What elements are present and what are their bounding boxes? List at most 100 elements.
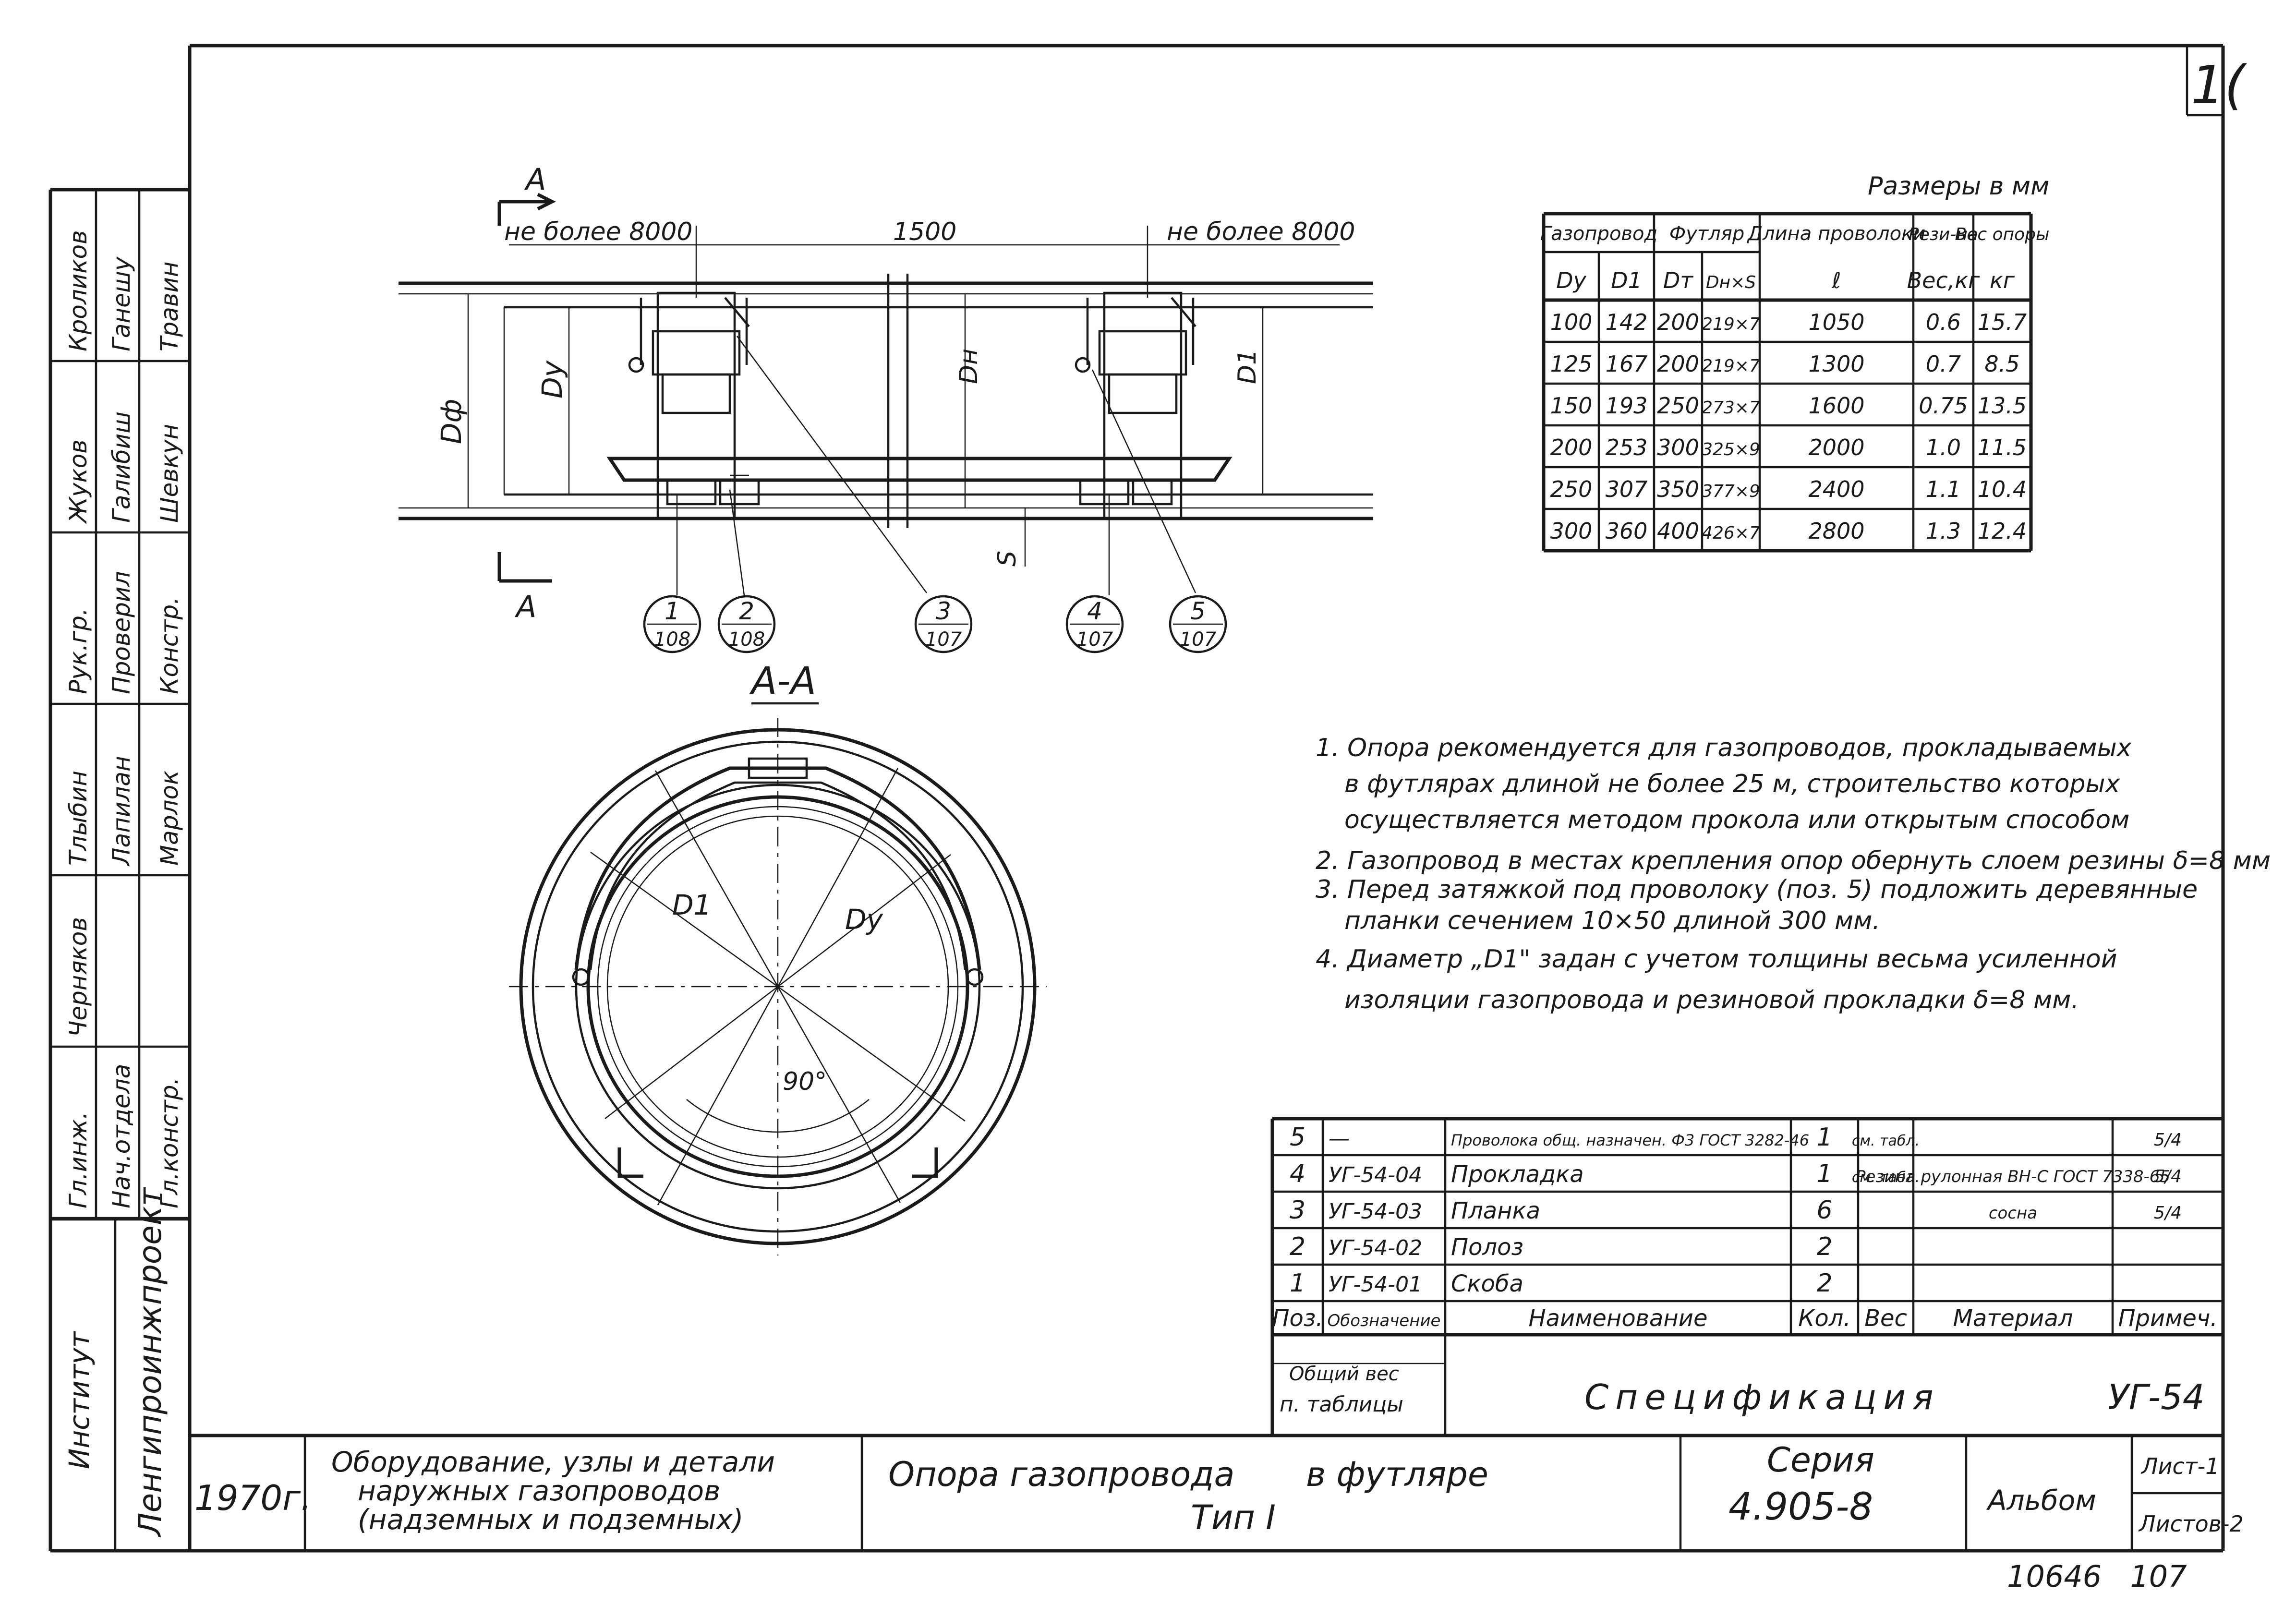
dim-cell: 300 [1550,518,1593,544]
note-line: 3. Перед затяжкой под проволоку (поз. 5)… [1316,875,2198,904]
dim-cell: 100 [1550,309,1593,335]
dim-header-rubber: Рези-на [1909,225,1978,244]
title-year: 1970г. [194,1478,312,1518]
dim-cell: 200 [1550,434,1593,460]
note-line: 4. Диаметр „D1" задан с учетом толщины в… [1316,945,2117,974]
label-dn: Dн [955,349,983,384]
dim-cell: 125 [1550,351,1593,377]
stamp-role: Кроликов [64,230,92,351]
plan-view: Dф Dу Dн D1 S не более 8000 1500 не боле… [399,162,1373,624]
dim-cell: 150 [1550,393,1593,419]
stamp-sub1: Проверил [108,571,135,694]
stamp-sub2: Гл.констр. [156,1077,183,1208]
callout-sheet: 107 [925,628,962,651]
spec-header: Поз. [1272,1305,1323,1332]
spec-weight-label-1: Общий вес [1289,1363,1399,1385]
institute-label: Институт [63,1330,96,1469]
dim-mid: 1500 [893,217,956,246]
title-album: Альбом [1986,1484,2096,1517]
right-support [1075,291,1196,520]
dim-cell: 219×7 [1702,314,1760,334]
label-s: S [993,551,1022,567]
spec-cell-note: 5/4 [2154,1130,2182,1150]
dim-cell: 1050 [1808,309,1864,335]
dim-cell: 8.5 [1984,351,2019,377]
dim-cell: 0.6 [1926,309,1961,335]
dim-cell: 250 [1657,393,1699,419]
spec-cell-name: Прокладка [1451,1161,1584,1188]
spec-cell-qty: 6 [1816,1196,1832,1225]
section-angle: 90° [783,1067,827,1096]
spec-title: Спецификация [1584,1377,1940,1417]
title-subject-2: наружных газопроводов [358,1474,720,1507]
stamp-role: Жуков [64,439,92,524]
stamp-sub2: Марлок [156,771,183,866]
note-line: в футлярах длиной не более 25 м, строите… [1344,770,2121,798]
title-block: 1970г. Оборудование, узлы и детали наруж… [190,1434,2244,1594]
spec-cell-note: 5/4 [2154,1203,2182,1223]
dim-cell: 1600 [1808,393,1864,419]
sheet-number: 1( [2191,54,2247,116]
dim-subheader: кг [1990,267,2015,293]
dim-cell: 12.4 [1978,518,2027,544]
stamp-role: Рук.гр. [64,608,92,694]
spec-header: Материал [1953,1305,2073,1332]
stamp-sub2: Констр. [156,597,183,694]
dim-cell: 360 [1606,518,1648,544]
left-support [628,291,750,520]
spec-cell-code: — [1329,1126,1350,1151]
dim-header-casing: Футляр [1669,223,1744,245]
dim-cell: 253 [1606,434,1648,460]
spec-cell-weight: см. табл. [1852,1169,1920,1186]
dim-cell: 300 [1657,434,1699,460]
spec-header: Наименование [1528,1305,1707,1332]
dim-cell: 11.5 [1978,434,2027,460]
label-dф: Dф [435,399,468,444]
spec-cell-name: Планка [1451,1197,1540,1224]
dim-cell: 0.7 [1926,351,1961,377]
notes: 1. Опора рекомендуется для газопроводов,… [1316,734,2271,1014]
dim-cell: 1.0 [1926,434,1961,460]
dim-cell: 167 [1606,351,1648,377]
spec-cell-name: Скоба [1451,1270,1523,1297]
spec-header: Обозначение [1328,1311,1441,1330]
spec-cell-code: УГ-54-02 [1329,1236,1422,1260]
section-view: А-А D1 Dу 90° [509,660,1047,1255]
spec-header: Примеч. [2118,1305,2217,1332]
spec-cell-code: УГ-54-01 [1329,1272,1422,1297]
dim-cell: 426×7 [1702,523,1760,543]
note-line: планки сечением 10×50 длиной 300 мм. [1344,906,1880,935]
title-series: 4.905-8 [1728,1485,1873,1529]
dim-cell: 250 [1550,476,1593,502]
dim-cell: 2400 [1808,476,1864,502]
spec-cell-qty: 1 [1816,1159,1832,1188]
section-mark-top: A [524,162,546,197]
callout-number: 1 [665,597,680,625]
callout-sheet: 108 [654,628,690,651]
note-line: 1. Опора рекомендуется для газопроводов,… [1316,734,2132,762]
spec-header: Вес [1864,1305,1907,1332]
title-subject-1: Оборудование, узлы и детали [331,1446,775,1478]
spec-cell-qty: 1 [1816,1123,1832,1152]
callout-number: 3 [936,597,951,625]
callout-sheet: 107 [1180,628,1217,651]
spec-cell-pos: 4 [1290,1159,1305,1188]
callout-number: 5 [1190,597,1206,625]
stamp-sub1: Ганешу [108,256,135,351]
spec-cell-pos: 3 [1290,1196,1305,1225]
dim-cell: 1.1 [1926,476,1961,502]
spec-cell-note: 5/4 [2154,1167,2182,1186]
title-sheet: Лист-1 [2140,1453,2219,1479]
dim-subheader: D1 [1611,267,1642,293]
dim-subheader: Dт [1663,267,1693,293]
dim-cell: 2000 [1808,434,1864,460]
label-dy: Dу [536,360,568,398]
dim-cell: 15.7 [1978,309,2027,335]
spec-cell-qty: 2 [1816,1269,1832,1298]
